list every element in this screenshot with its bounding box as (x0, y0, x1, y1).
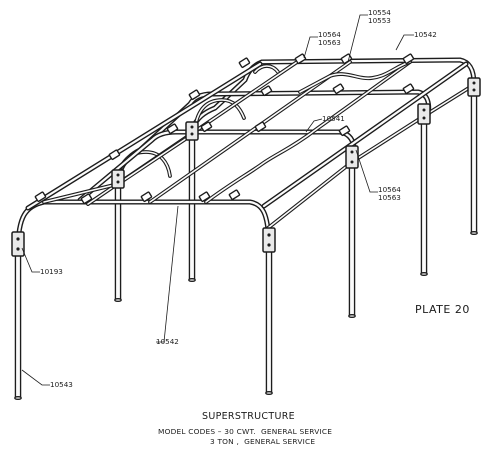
frame-legs (14, 92, 478, 400)
part-label-10542-top: 10542 (414, 30, 437, 39)
leg-front-left (14, 256, 22, 400)
caption-3-ton: 3 TON , GENERAL SERVICE (210, 437, 316, 446)
hoop-front (15, 199, 272, 253)
part-label-10542-bottom: 10542 (156, 337, 179, 346)
leg-back-left (188, 138, 196, 282)
socket-right-rear (467, 77, 481, 97)
rail-ridge-2 (148, 60, 352, 204)
part-label-10563-top: 10563 (318, 38, 341, 47)
part-label-10553: 10553 (368, 16, 391, 25)
leg-right-2 (348, 168, 356, 318)
socket-front-right (262, 227, 276, 253)
part-label-10543: 10543 (50, 380, 73, 389)
rail-right-side (266, 84, 474, 230)
caption-title: SUPERSTRUCTURE (202, 411, 295, 422)
leader-lines (21, 14, 414, 386)
rail-left-eave (25, 61, 263, 211)
leg-right-3 (420, 122, 428, 276)
leg-front-right (265, 252, 273, 395)
part-label-10564-right: 10564 (378, 185, 401, 194)
rail-right-eave (261, 61, 469, 209)
socket-mid-left (111, 169, 125, 189)
hoop-mid-1 (193, 64, 280, 130)
leg-mid-left (114, 186, 122, 302)
caption-model-codes: MODEL CODES – 30 CWT. GENERAL SERVICE (158, 427, 333, 436)
socket-front-left (11, 231, 25, 257)
rail-clips (34, 53, 415, 204)
part-number-labels: 10554 10553 10564 10563 10542 10541 1056… (40, 8, 437, 389)
rail-ridge-3 (204, 60, 412, 204)
socket-back-left (185, 121, 199, 141)
part-label-10563-right: 10563 (378, 193, 401, 202)
part-label-10554: 10554 (368, 8, 391, 17)
part-label-10193: 10193 (40, 267, 63, 276)
hoop-mid-2 (115, 89, 432, 183)
leg-right-rear (470, 92, 478, 235)
rail-center-kinked (298, 60, 412, 94)
frame-sockets (11, 77, 481, 257)
part-label-10541: 10541 (322, 114, 345, 123)
part-label-10564-top: 10564 (318, 30, 341, 39)
plate-number: PLATE 20 (415, 303, 470, 316)
socket-right-2 (345, 145, 359, 169)
socket-right-3 (417, 103, 431, 125)
